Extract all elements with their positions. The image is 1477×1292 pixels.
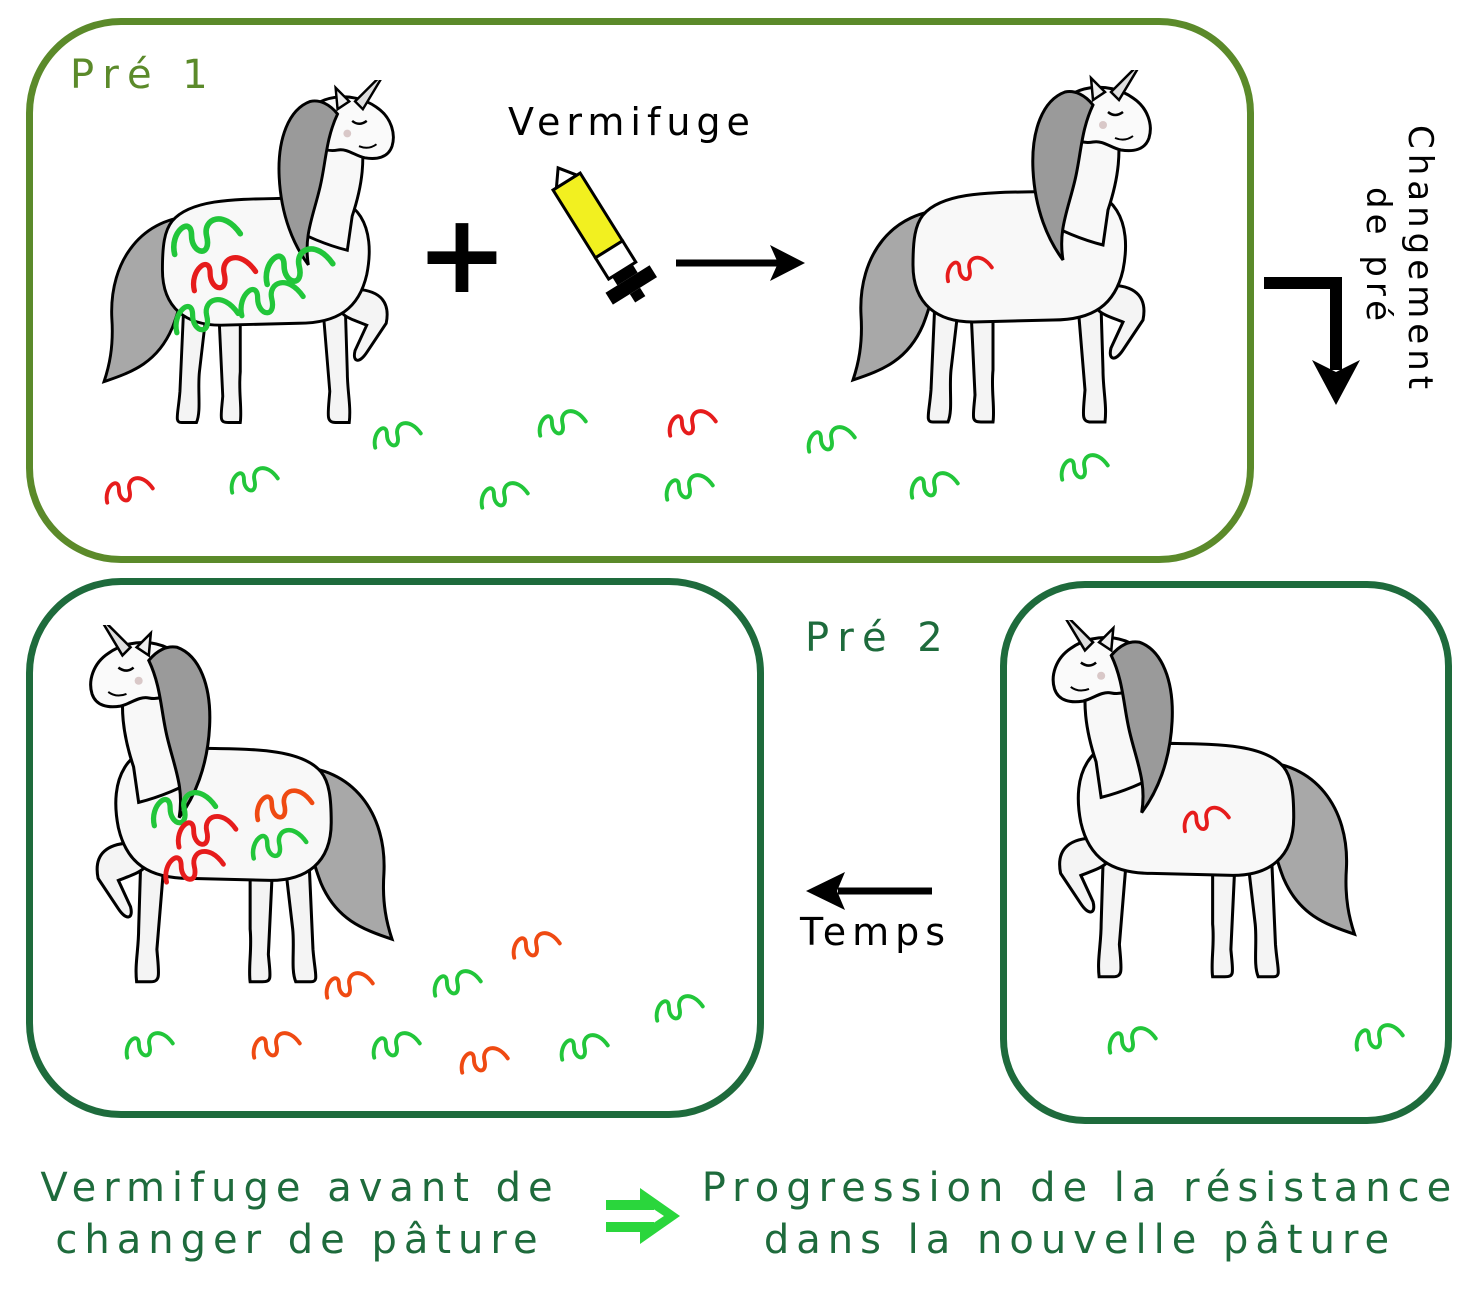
worm-icon — [667, 475, 713, 500]
worm-icon — [1062, 455, 1108, 480]
unicorn-icon — [88, 625, 394, 984]
worm-icon — [912, 473, 958, 498]
worm-icon — [254, 1033, 300, 1058]
worm-icon — [327, 973, 373, 998]
worm-icon — [374, 1033, 420, 1058]
arrow-right-icon — [770, 245, 805, 281]
worm-icon — [1110, 1028, 1156, 1053]
worm-icon — [435, 971, 481, 996]
dewormer-label: Vermifuge — [508, 100, 756, 144]
unicorn-icon — [851, 70, 1152, 424]
syringe-icon — [550, 165, 657, 305]
worm-icon — [670, 411, 716, 436]
arrow-left-icon — [806, 872, 845, 910]
conclusion-effect-line1: Progression de la résistance — [701, 1165, 1459, 1211]
worm-icon — [1357, 1025, 1403, 1050]
time-label: Temps — [800, 910, 952, 954]
worm-icon — [107, 478, 153, 503]
plus-sign: + — [416, 190, 508, 318]
pasture-1-label: Pré 1 — [70, 52, 217, 98]
unicorn-icon — [102, 80, 395, 425]
worm-icon — [809, 427, 855, 452]
worm-icon — [232, 468, 278, 493]
conclusion-cause: Vermifuge avant de changer de pâture — [20, 1162, 580, 1266]
arrow-down-icon — [1312, 360, 1360, 405]
pasture-change-arrow — [1264, 277, 1342, 370]
pasture-2-label: Pré 2 — [805, 615, 952, 661]
worm-icon — [514, 933, 560, 958]
worm-icon — [462, 1048, 508, 1073]
conclusion-effect: Progression de la résistance dans la nou… — [690, 1162, 1470, 1266]
worm-icon — [127, 1033, 173, 1058]
worm-icon — [562, 1035, 608, 1060]
conclusion-cause-line2: changer de pâture — [55, 1217, 545, 1263]
worm-icon — [657, 996, 703, 1021]
worm-icon — [375, 423, 421, 448]
double-arrow-icon — [606, 1188, 680, 1244]
worm-icon — [540, 411, 586, 436]
worm-icon — [482, 483, 528, 508]
conclusion-cause-line1: Vermifuge avant de — [40, 1165, 560, 1211]
conclusion-effect-line2: dans la nouvelle pâture — [763, 1217, 1397, 1263]
unicorn-icon — [1051, 620, 1357, 979]
